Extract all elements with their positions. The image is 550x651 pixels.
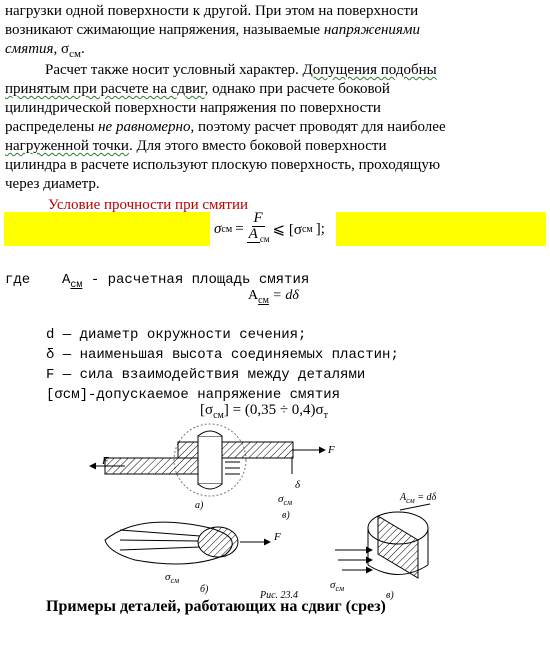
text-run: . xyxy=(80,41,85,57)
subscript: т xyxy=(323,410,329,421)
text-run: . Для этого вместо боковой поверхности xyxy=(128,138,387,154)
definition-item: F — сила взаимодействия между деталями xyxy=(46,367,366,383)
area-label: Aсм = dδ xyxy=(399,492,437,505)
area-symbol: A xyxy=(248,288,259,303)
text-run: распределены xyxy=(5,119,99,135)
paragraph-line: цилиндра в расчете используют плоскую по… xyxy=(5,157,441,173)
subscript: см xyxy=(70,279,83,291)
text-run: [σ xyxy=(200,402,214,418)
paragraph-line: смятия, σсм. xyxy=(5,40,85,64)
spellcheck-underlined-text: Допущения подобны xyxy=(302,62,437,78)
subscript: см xyxy=(301,223,313,235)
area-symbol: A xyxy=(62,272,71,288)
spellcheck-underlined-text: принятым при расчете на сдвиг xyxy=(5,81,205,97)
paragraph-line: принятым при расчете на сдвиг, однако пр… xyxy=(5,80,390,99)
paragraph-line: через диаметр. xyxy=(5,176,100,192)
allowable-formula: [σсм] = (0,35 ÷ 0,4)σт xyxy=(200,402,328,421)
subscript: см xyxy=(221,223,233,235)
relation: ⩽ [σ xyxy=(272,221,302,238)
where-label: где xyxy=(5,272,31,288)
subscript: см xyxy=(259,234,270,244)
force-label: F xyxy=(101,455,109,467)
italic-term: напряжениями xyxy=(323,22,420,38)
highlight-right xyxy=(336,212,546,246)
subfigure-label-a: а) xyxy=(195,500,204,511)
paragraph-line: нагруженной точки. Для этого вместо боко… xyxy=(5,137,386,156)
delta-label: δ xyxy=(295,479,301,491)
area-formula: Aсм = dδ xyxy=(248,288,299,306)
definition-item: [σсм]-допускаемое напряжение смятия xyxy=(46,387,341,403)
paragraph-line: возникают сжимающие напряжения, называем… xyxy=(5,21,420,40)
pressure-diagram-b: F в) σсм б) xyxy=(104,510,290,595)
force-label: F xyxy=(273,531,281,543)
italic-term: смятия xyxy=(5,41,54,57)
sigma-label: σсм xyxy=(330,579,344,593)
bottom-caption: Примеры деталей, работающих на сдвиг (ср… xyxy=(46,598,386,615)
where-definition: Aсм - расчетная площадь смятия xyxy=(62,272,309,291)
equals-sign: = xyxy=(235,220,244,237)
text-run: - расчетная площадь смятия xyxy=(82,272,310,288)
subfigure-label-v: в) xyxy=(282,510,290,521)
sigma-label: σсм xyxy=(165,571,179,585)
subscript: см xyxy=(258,294,269,306)
subfigure-label-b: б) xyxy=(200,584,209,595)
subscript: см xyxy=(69,48,81,60)
figure-23-4: δ F F а) σсм F в) σсм б) Aсм = dδ σсм в)… xyxy=(89,423,437,600)
spellcheck-underlined-text: нагруженной точки xyxy=(5,138,129,154)
force-label: F xyxy=(327,444,335,456)
cylinder-diagram-v: Aсм = dδ σсм в) xyxy=(330,492,437,600)
text-run: ]; xyxy=(315,220,325,237)
subfigure-label-v: в) xyxy=(386,590,394,600)
italic-term: не равномерно xyxy=(98,119,191,135)
figure-caption: Рис. 23.4 xyxy=(259,590,298,600)
denominator-symbol: A xyxy=(246,226,260,243)
joint-diagram-a: δ F F а) σсм xyxy=(89,423,335,511)
paragraph-line: нагрузки одной поверхности к другой. При… xyxy=(5,3,419,19)
sigma-label: σсм xyxy=(278,493,292,507)
text-run: , σ xyxy=(53,41,70,57)
highlight-left xyxy=(4,212,210,246)
text-run: , однако при расчете боковой xyxy=(204,81,390,97)
definition-item: δ — наименьшая высота соединяемых пласти… xyxy=(46,347,399,363)
paragraph-line: цилиндрической поверхности напряжения по… xyxy=(5,100,381,116)
text-run: ] = (0,35 ÷ 0,4)σ xyxy=(223,402,324,418)
numerator: F xyxy=(251,210,265,227)
text-run: возникают сжимающие напряжения, называем… xyxy=(5,22,324,38)
definition-item: d — диаметр окружности сечения; xyxy=(46,327,307,343)
sigma-symbol: σ xyxy=(214,220,222,237)
text-run: , поэтому расчет проводят для наиболее xyxy=(190,119,446,135)
paragraph-line: распределены не равномерно, поэтому расч… xyxy=(5,118,446,137)
text-run: Расчет также носит условный характер. xyxy=(45,62,303,78)
condition-title: Условие прочности при смятии xyxy=(48,197,249,213)
paragraph-line: Расчет также носит условный характер. До… xyxy=(5,61,437,80)
text-run: = dδ xyxy=(268,288,299,303)
subscript: см xyxy=(213,410,224,421)
